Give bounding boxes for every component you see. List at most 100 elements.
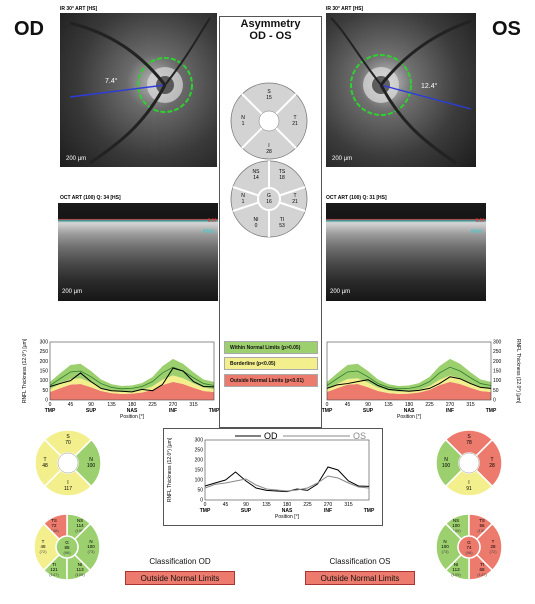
ir-od-label: IR 30° ART [HS] [60,6,98,12]
x-tick-label: 45 [223,502,229,508]
sector-label: SUP [86,408,97,414]
asym-q-t-label: T [293,115,296,121]
sector-ns-ref: (106) [75,528,85,533]
y-tick-label: 0 [493,398,496,404]
normal-median-line [49,366,215,390]
plot-frame [326,341,492,401]
od-sector-chart: NS114(106)TS72(138)T48(72)TI121(147)NI11… [33,513,101,581]
series-line-rnfl [49,367,215,393]
y-tick-label: 200 [195,458,204,464]
ilm-label-od: ILM [207,218,216,224]
sector-n-value: 100 [87,544,95,549]
sector-ni-ref: (109) [75,572,85,577]
asym-s-ts-label: TS [279,169,286,175]
legend-od-label: OD [264,431,278,441]
x-tick-label: 45 [68,402,74,408]
sector-label: TMP [200,508,211,514]
sector-n-ref: (73) [87,549,95,554]
band-borderline [327,375,491,394]
quadrant-s-label: S [467,434,471,440]
sector-ni-ref: (109) [451,572,461,577]
sector-t-ref: (72) [489,549,497,554]
band-borderline [50,375,214,394]
legend-within-normal: Within Normal Limits (p>0.05) [224,341,318,354]
rnfl-label-os: RNFL [470,229,484,235]
sector-g-ref: (96) [63,550,71,555]
y-tick-label: 150 [40,369,49,375]
sector-ts-label: TS [51,518,57,523]
sector-ts-value: 56 [479,523,485,528]
y-tick-label: 50 [197,488,203,494]
y-axis-label: RNFL Thickness (12.0°) [µm] [22,338,28,403]
circle-diameter-os: 12.4° [421,83,438,90]
quadrant-n-label: N [89,457,93,463]
x-tick-label: 90 [88,402,94,408]
x-tick-label: 180 [405,402,414,408]
asym-s-g-label: G [267,193,271,199]
oct-od-image: ILM RNFL 200 µm [58,203,218,301]
quadrant-s-value: 70 [65,440,71,446]
sector-t-label: T [492,539,495,544]
x-tick-label: 270 [324,502,333,508]
sector-label: INF [446,408,454,414]
y-tick-label: 150 [195,468,204,474]
scale-od-oct: 200 µm [62,289,83,295]
asym-s-ti-label: TI [280,217,284,223]
x-tick-label: 315 [466,402,475,408]
x-tick-label: 315 [189,402,198,408]
sector-ti-value: 68 [479,567,485,572]
y-tick-label: 150 [493,369,502,375]
quadrant-t-value: 28 [489,463,495,469]
y-tick-label: 0 [200,498,203,504]
sector-label: TMP [364,508,375,514]
series-line-os [204,475,370,492]
x-tick-label: 270 [446,402,455,408]
asymmetry-sector-chart: NS 14 TS 18 G 16 N 1 T 21 NI 0 TI 53 [230,160,308,238]
sector-ni-label: NI [454,562,459,567]
sector-n-label: N [89,539,92,544]
plot-frame [204,439,370,501]
asym-q-t-value: 21 [292,121,298,127]
sector-label: INF [169,408,177,414]
asym-q-s-label: S [267,89,271,95]
x-tick-label: 90 [243,502,249,508]
circle-diameter-od: 7.4° [105,78,118,85]
oct-od-label: OCT ART (100) Q: 34 [HS] [60,195,121,201]
quadrant-n-label: N [444,457,448,463]
sector-g-ref: (96) [465,550,473,555]
od-eye-label: OD [14,18,44,40]
sector-label: NAS [404,408,415,414]
x-tick-label: 135 [262,502,271,508]
y-tick-label: 250 [493,349,502,355]
sector-label: SUP [363,408,374,414]
sector-ni-value: 113 [76,567,84,572]
sector-n-label: N [443,539,446,544]
sector-g-label: G [467,540,471,545]
y-tick-label: 100 [195,478,204,484]
y-tick-label: 250 [40,349,49,355]
sector-ns-label: NS [77,518,83,523]
sector-ti-ref: (147) [477,572,487,577]
scale-os-ir: 200 µm [332,156,353,162]
y-axis-label: RNFL Thickness (12.0°) [µm] [515,339,521,404]
series-line-od [204,466,370,493]
quadrant-n-value: 100 [442,463,451,469]
asym-s-ni-label: NI [254,217,259,223]
os-eye-label: OS [492,18,521,40]
scale-od-ir: 200 µm [66,156,87,162]
x-tick-label: 270 [169,402,178,408]
sector-ts-ref: (138) [49,528,59,533]
x-tick-label: 0 [204,502,207,508]
x-tick-label: 180 [283,502,292,508]
sector-ti-label: TI [480,562,484,567]
quadrant-i-label: I [67,480,68,486]
x-tick-label: 90 [365,402,371,408]
quadrant-t-value: 48 [42,463,48,469]
x-axis-label: Position [°] [275,514,300,520]
classification-os-value: Outside Normal Limits [305,571,415,585]
sector-label: NAS [282,508,293,514]
asym-s-t-value: 21 [292,199,298,205]
asymmetry-quadrant-chart: S 15 T 21 I 28 N 1 [230,82,308,160]
